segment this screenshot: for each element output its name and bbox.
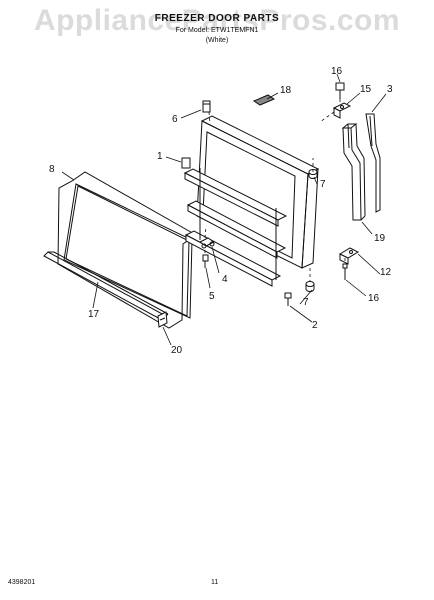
callout-15: 15 [360,84,372,95]
door-handle [341,123,366,221]
callout-1: 1 [157,151,163,162]
callout-labels: 6 18 1 8 16 15 3 7 19 4 5 7 12 16 2 17 2… [49,66,393,356]
callout-3: 3 [387,84,393,95]
door-closer [199,237,215,249]
callout-18: 18 [280,85,292,96]
callout-19: 19 [374,233,386,244]
page-number: 11 [211,579,219,586]
closer-screw [202,254,209,268]
callout-6: 6 [172,114,178,125]
color-line: (White) [205,37,229,44]
handle-trim [365,113,381,213]
page-title: FREEZER DOOR PARTS [154,13,280,24]
callout-12: 12 [380,267,392,278]
freezer-door [181,115,320,287]
document-number: 4398201 [8,579,36,586]
cover-clip [157,311,168,328]
callout-8: 8 [49,164,55,175]
callout-20: 20 [171,345,183,356]
door-stop-pin [202,100,211,113]
callout-7-bottom: 7 [303,297,309,308]
hinge-screw [335,82,345,91]
door-stop-part [181,157,191,169]
callout-16-bottom: 16 [368,293,380,304]
callout-16-top: 16 [331,66,343,77]
callout-2: 2 [312,320,318,331]
callout-4: 4 [222,274,228,285]
watermark: AppliancePartsPros.com [33,4,401,37]
callout-7-top: 7 [320,179,326,190]
callout-17: 17 [88,309,100,320]
hinge-bushing-bottom [305,281,315,292]
breaker-strip [43,251,169,321]
bottom-hinge [338,247,360,280]
top-hinge [332,82,352,119]
door-gasket [57,171,197,329]
model-line: For Model: ETW1TEMFN1 [175,27,259,34]
callout-5: 5 [209,291,215,302]
